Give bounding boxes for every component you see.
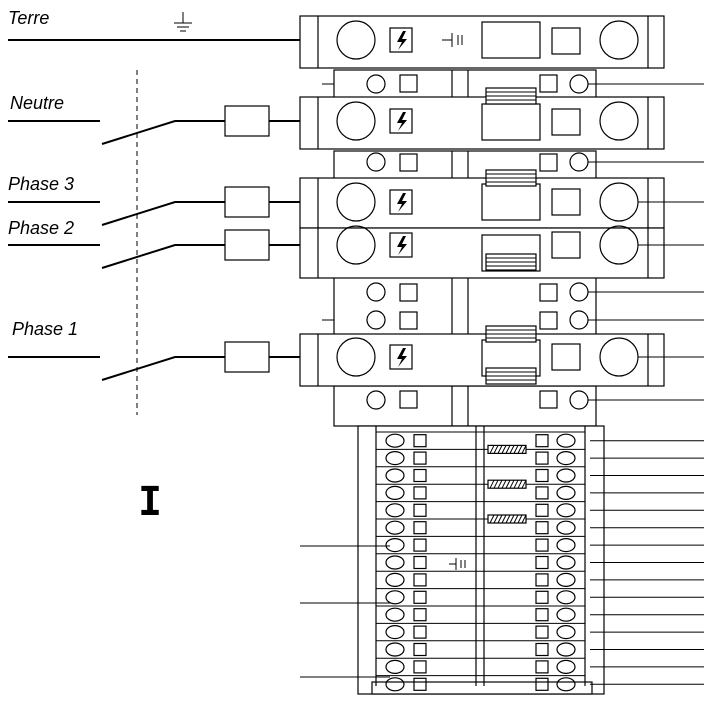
lower-terminal-strip bbox=[357, 425, 605, 695]
output-wires-lower-left bbox=[300, 545, 390, 678]
bridge-clips bbox=[485, 87, 537, 385]
label-terre: Terre bbox=[8, 8, 49, 28]
upper-terminal-stack bbox=[299, 15, 704, 427]
lightning-bolt-icon bbox=[397, 31, 407, 367]
lower-rows bbox=[376, 431, 585, 692]
label-phase-3: Phase 3 bbox=[8, 174, 74, 194]
fuse-boxes bbox=[224, 105, 270, 373]
label-phase-2: Phase 2 bbox=[8, 218, 74, 238]
label-neutre: Neutre bbox=[10, 93, 64, 113]
terminal-phase-3 bbox=[299, 177, 665, 229]
terminal-neutre bbox=[299, 96, 665, 150]
input-labels: Terre Neutre Phase 3 Phase 2 Phase 1 I bbox=[8, 8, 162, 525]
terminal-phase-2 bbox=[299, 225, 665, 279]
label-phase-1: Phase 1 bbox=[12, 319, 78, 339]
capacitor-icon bbox=[442, 33, 463, 47]
output-wires-upper bbox=[588, 83, 704, 401]
fuse-phase-1 bbox=[224, 341, 270, 373]
capacitor-icon-lower bbox=[449, 558, 466, 570]
fuse-phase-3 bbox=[224, 186, 270, 218]
terminal-phase-1 bbox=[299, 333, 665, 387]
label-underlines bbox=[8, 39, 160, 358]
fuse-neutre bbox=[224, 105, 270, 137]
earth-ground-icon bbox=[174, 12, 192, 32]
fuse-phase-2 bbox=[224, 229, 270, 261]
section-mark: I bbox=[138, 479, 162, 525]
output-wires-lower-right bbox=[590, 440, 704, 685]
strip-connectors bbox=[366, 70, 589, 426]
terminal-terre bbox=[299, 15, 665, 69]
